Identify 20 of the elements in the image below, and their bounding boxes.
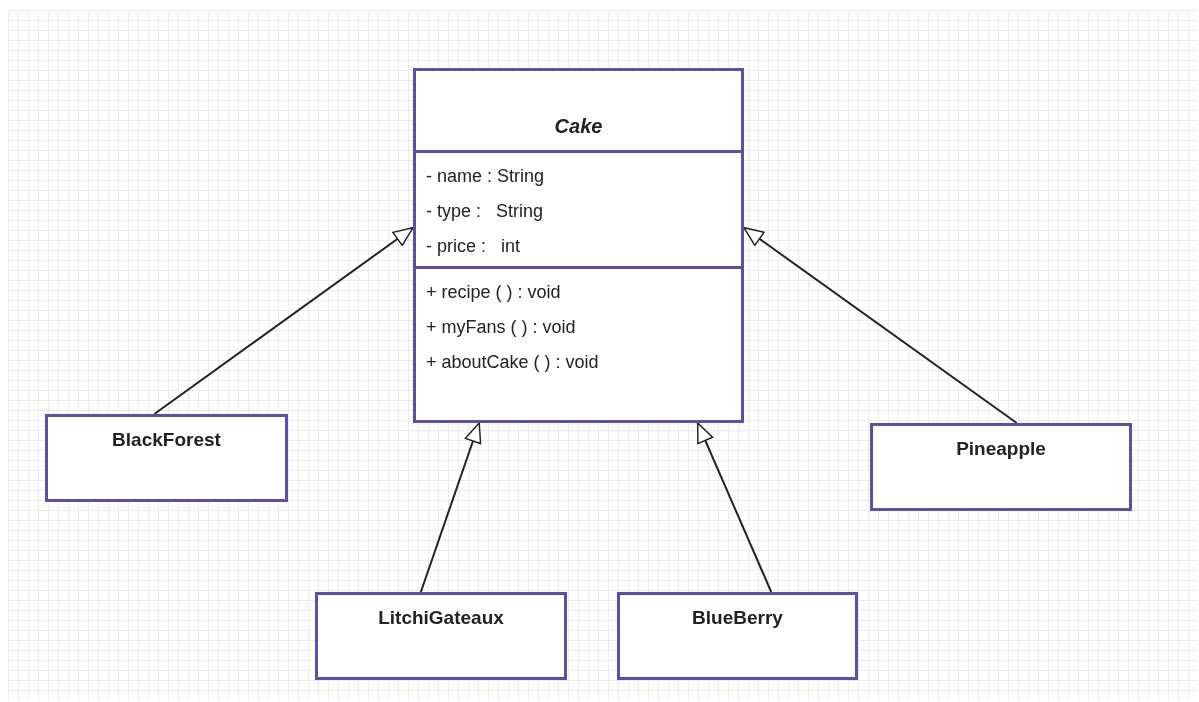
inheritance-arrow xyxy=(153,226,414,415)
class-box xyxy=(413,68,744,423)
inheritance-arrow xyxy=(743,226,1018,424)
attribute-text: - price : int xyxy=(426,235,522,258)
method-text: + recipe ( ) : void xyxy=(426,281,562,304)
class-box xyxy=(45,414,288,502)
attribute-text: - name : String xyxy=(426,165,546,188)
method-text: + aboutCake ( ) : void xyxy=(426,351,600,374)
class-name: BlueBerry xyxy=(692,607,783,629)
class-box xyxy=(870,423,1132,511)
attribute-text: - type : String xyxy=(426,200,545,223)
method-text: + myFans ( ) : void xyxy=(426,316,577,339)
inheritance-arrow xyxy=(419,422,482,593)
class-name: BlackForest xyxy=(112,429,221,451)
inheritance-arrow xyxy=(696,422,773,593)
class-name: LitchiGateaux xyxy=(378,607,504,629)
class-box xyxy=(617,592,858,680)
class-name: Pineapple xyxy=(956,438,1046,460)
class-name: Cake xyxy=(554,115,603,138)
class-box xyxy=(315,592,567,680)
